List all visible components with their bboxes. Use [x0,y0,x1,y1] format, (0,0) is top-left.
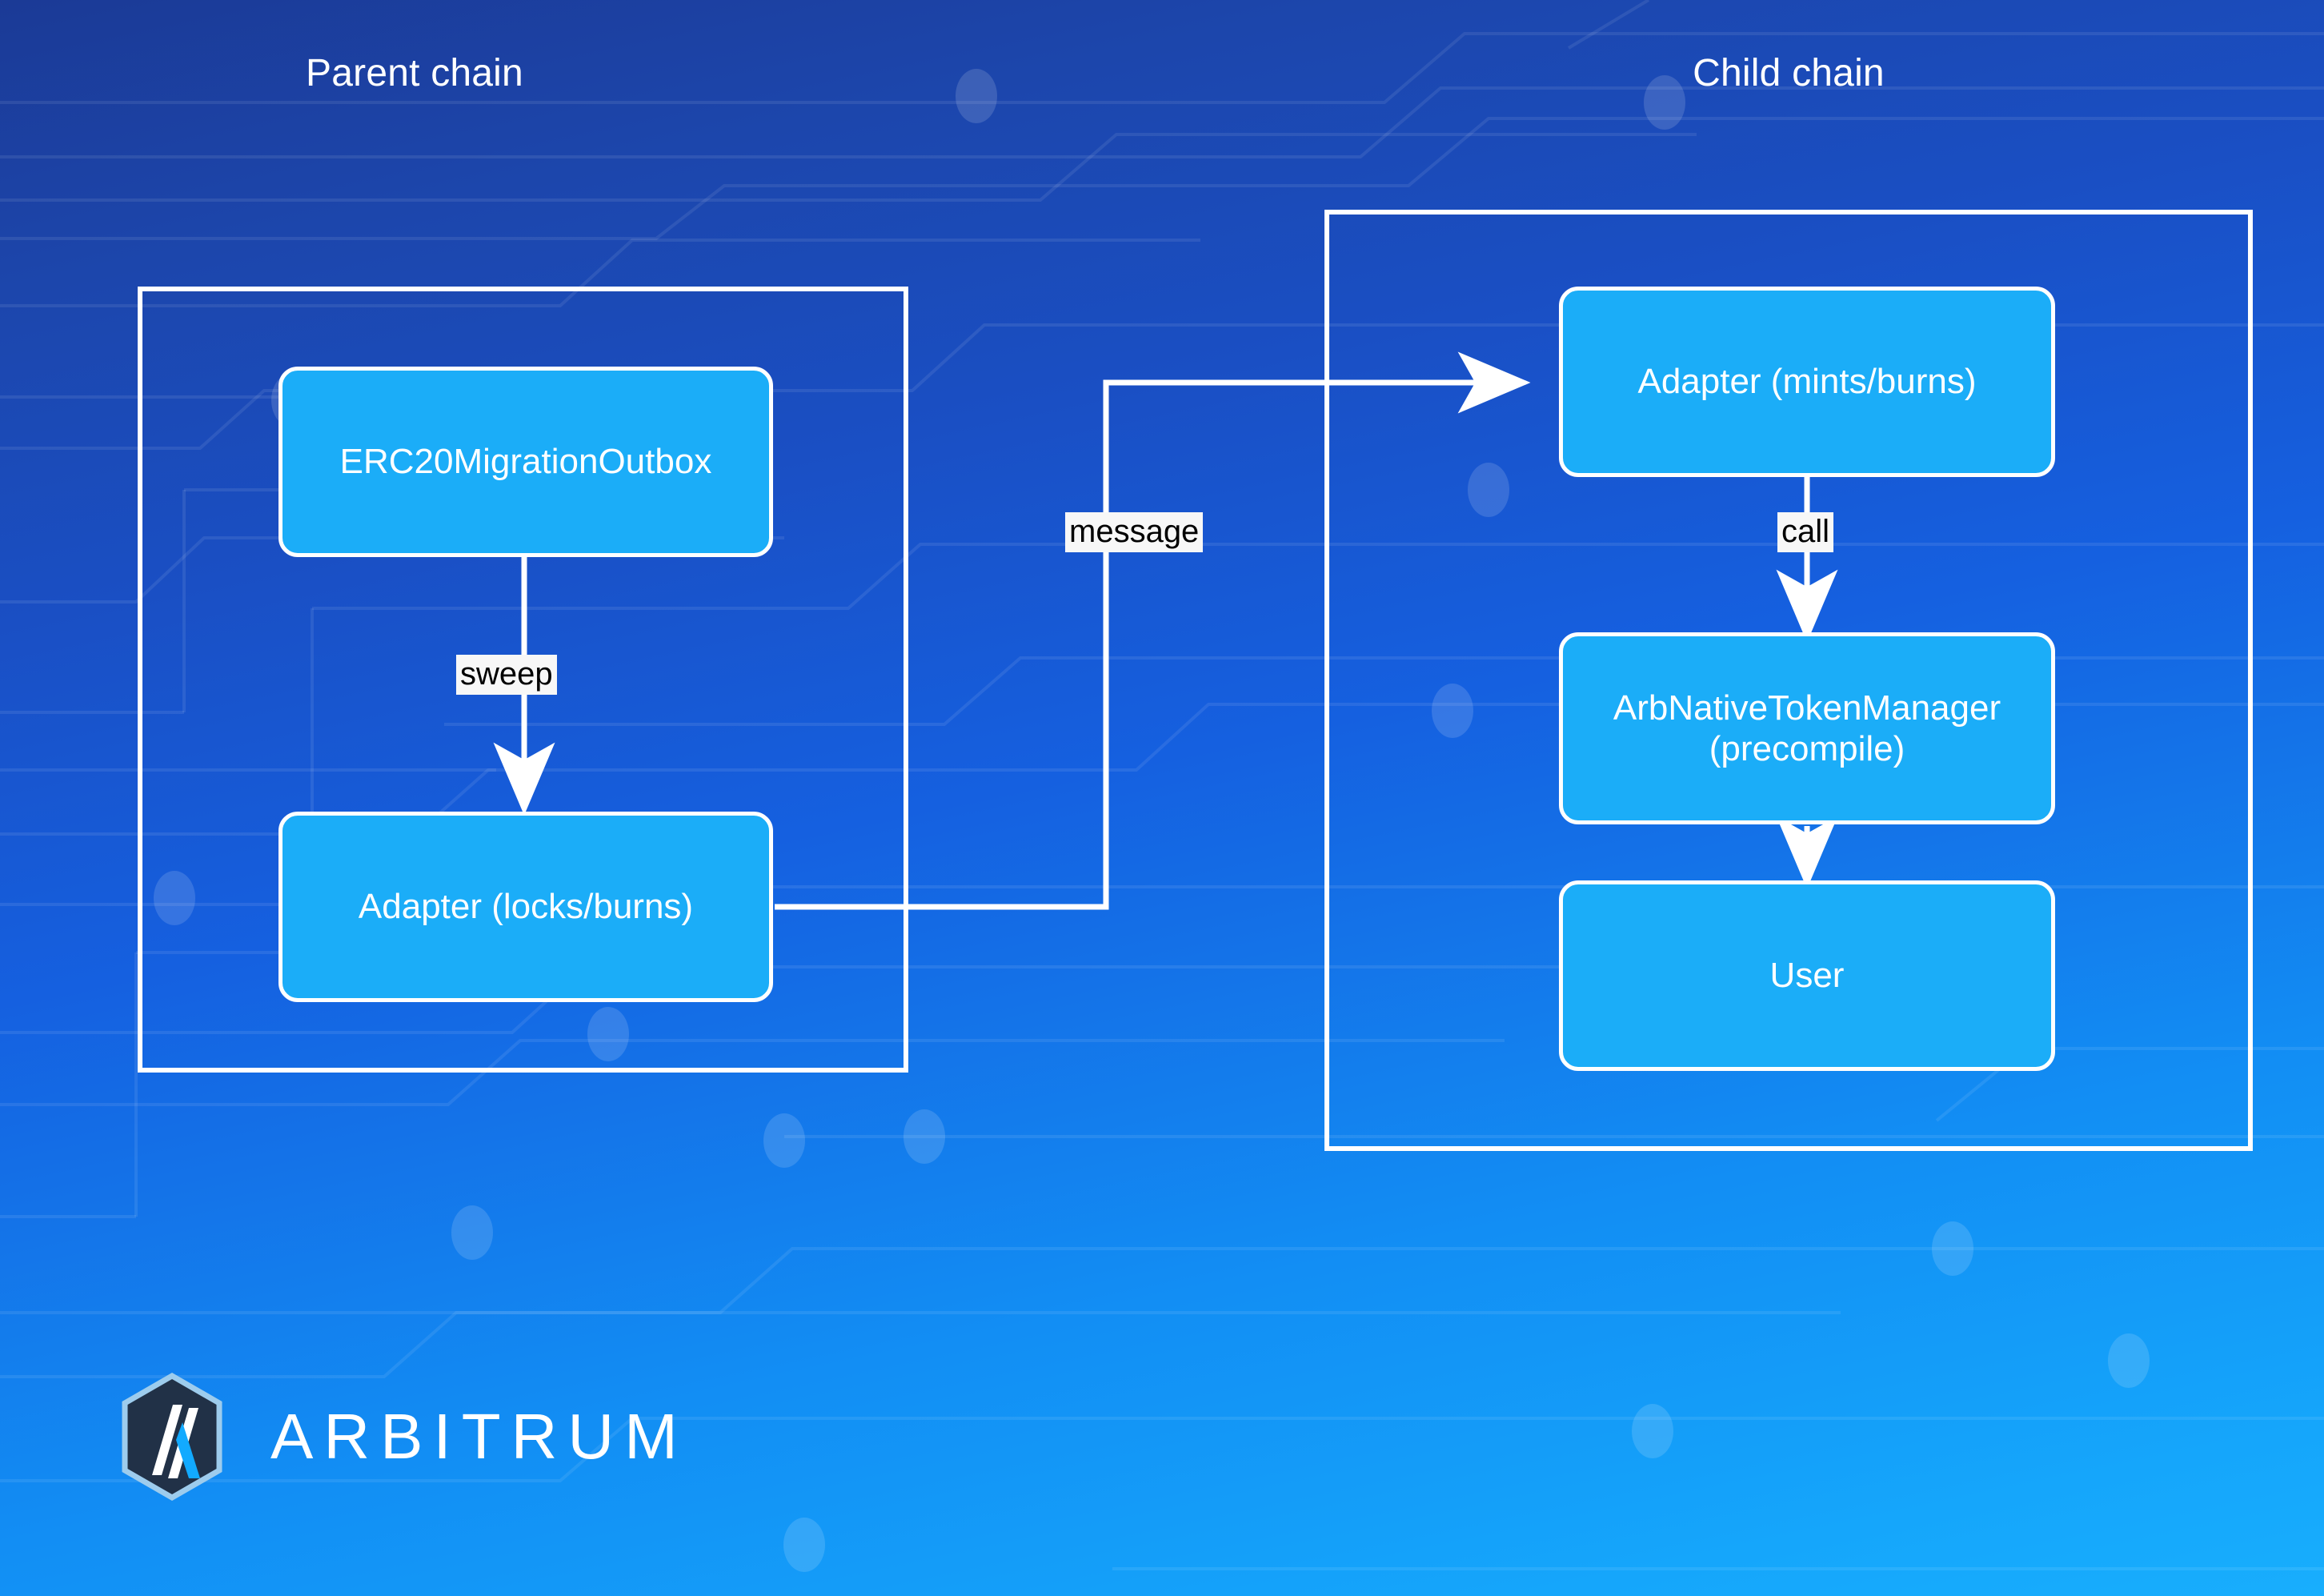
node-adapter-mints-burns[interactable]: Adapter (mints/burns) [1559,287,2055,477]
node-erc20-migration-outbox[interactable]: ERC20MigrationOutbox [278,367,773,557]
edge-label-sweep: sweep [456,655,557,695]
lane-container-parent [138,287,908,1073]
lane-container-child [1324,210,2253,1151]
edge-message-line [775,351,1531,910]
node-arb-native-token-manager-line2: (precompile) [1709,729,1905,768]
node-user[interactable]: User [1559,880,2055,1071]
edge-label-call: call [1777,512,1834,552]
lane-title-child: Child chain [1693,52,1885,94]
arbitrum-wordmark: ARBITRUM [270,1401,688,1472]
node-arb-native-token-manager-line1: ArbNativeTokenManager [1613,688,2001,728]
node-arb-native-token-manager[interactable]: ArbNativeTokenManager (precompile) [1559,632,2055,824]
lane-title-parent: Parent chain [306,52,523,94]
arbitrum-logo: ARBITRUM [120,1361,728,1513]
node-adapter-locks-burns[interactable]: Adapter (locks/burns) [278,812,773,1002]
arbitrum-hexagon-icon [120,1372,224,1502]
edge-label-message: message [1065,512,1204,552]
